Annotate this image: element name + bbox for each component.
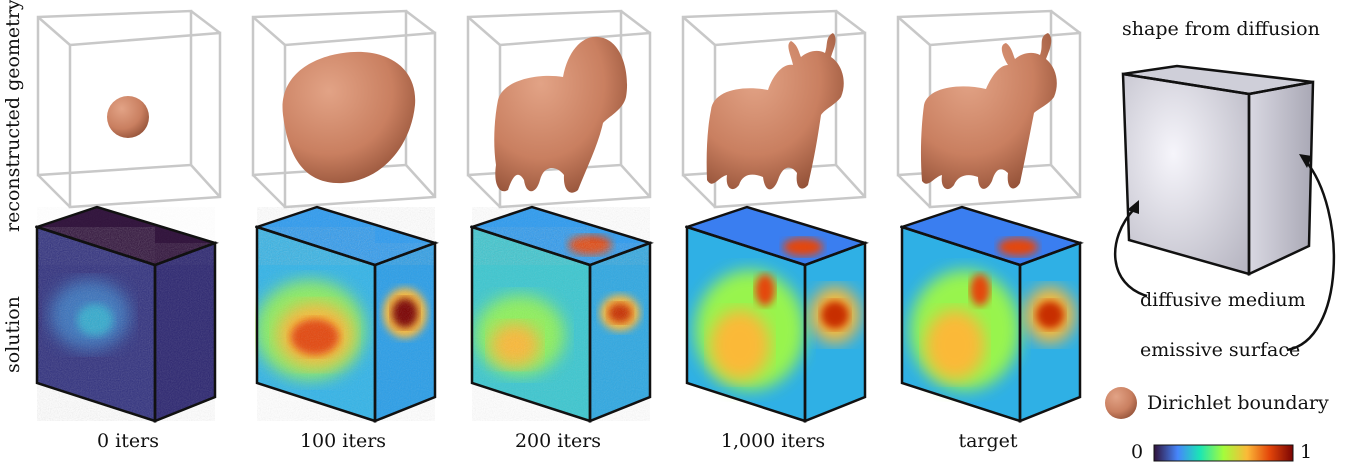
column-label-3: 1,000 iters	[720, 430, 826, 452]
column-label-1: 100 iters	[299, 430, 387, 452]
surface-arrow	[1286, 159, 1336, 352]
colorbar-max-label: 1	[1300, 441, 1313, 463]
boundary-label: Dirichlet boundary	[1147, 392, 1329, 414]
geometry-panel-3	[681, 9, 867, 209]
row-label-solution: solution	[2, 296, 24, 373]
solution-panel-1	[255, 205, 439, 423]
row-label-geometry: reconstructed geometry	[2, 0, 24, 232]
medium-arrow	[1113, 207, 1148, 298]
geometry-panel-2	[466, 9, 652, 209]
medium-label: diffusive medium	[1140, 289, 1306, 311]
blob-shape	[282, 51, 416, 184]
solution-panel-2	[470, 205, 654, 423]
colorbar	[1153, 444, 1294, 462]
sphere-shape	[107, 96, 149, 138]
cow-shape-coarse	[494, 36, 628, 193]
colorbar-min-label: 0	[1131, 441, 1144, 463]
legend-title: shape from diffusion	[1122, 18, 1320, 40]
cow-shape-target	[920, 33, 1057, 190]
column-label-2: 200 iters	[514, 430, 602, 452]
solution-panel-0	[35, 205, 219, 423]
solution-panel-3	[685, 205, 869, 423]
geometry-panel-0	[36, 9, 222, 209]
solution-panel-4	[900, 205, 1084, 423]
cow-shape-refined	[706, 33, 844, 190]
geometry-panel-1	[251, 9, 437, 209]
surface-label: emissive surface	[1140, 339, 1301, 361]
column-label-0: 0 iters	[97, 430, 159, 452]
geometry-panel-4	[896, 9, 1082, 209]
column-label-4: target	[958, 430, 1018, 452]
diffusion-schematic	[1113, 64, 1336, 352]
dirichlet-sphere-icon	[1105, 387, 1137, 419]
